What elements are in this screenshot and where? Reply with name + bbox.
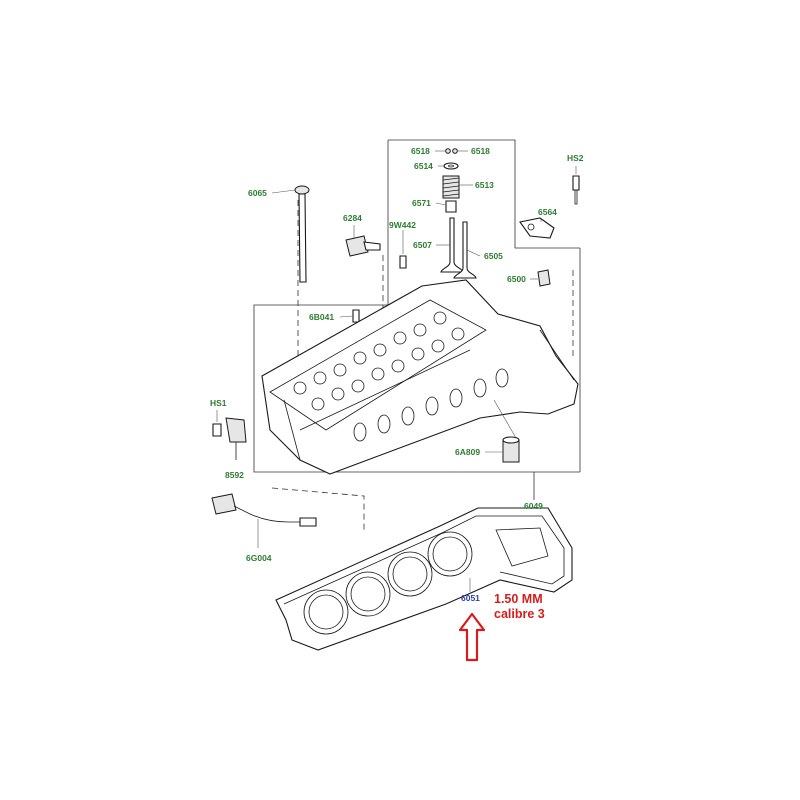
rocker-arm xyxy=(519,217,555,239)
label-6a809: 6A809 xyxy=(455,447,480,457)
label-6g004: 6G004 xyxy=(246,553,272,563)
cylinder-head xyxy=(261,279,579,475)
intake-valve xyxy=(436,217,464,273)
label-9w442: 9W442 xyxy=(389,220,416,230)
temperature-sender xyxy=(399,230,407,269)
label-6518-right: 6518 xyxy=(471,146,490,156)
lash-adjuster xyxy=(530,269,551,287)
sensor-hs2 xyxy=(572,166,580,205)
label-6284: 6284 xyxy=(343,213,362,223)
label-6564: 6564 xyxy=(538,207,557,217)
label-6513: 6513 xyxy=(475,180,494,190)
label-8592: 8592 xyxy=(225,470,244,480)
sleeve-6a809 xyxy=(485,436,520,463)
label-6049: 6049 xyxy=(524,501,543,511)
valve-spring xyxy=(442,175,473,199)
label-6571: 6571 xyxy=(412,198,431,208)
head-bolt xyxy=(271,185,310,283)
up-arrow-icon xyxy=(458,612,486,662)
valve-stem-seal xyxy=(435,200,457,213)
label-hs1: HS1 xyxy=(210,398,227,408)
label-6514: 6514 xyxy=(414,161,433,171)
valve-spring-retainer xyxy=(438,162,459,170)
reference-frames xyxy=(253,139,581,530)
camshaft-position-sensor xyxy=(345,225,381,257)
label-6505: 6505 xyxy=(484,251,503,261)
label-6507: 6507 xyxy=(413,240,432,250)
label-6518-left: 6518 xyxy=(411,146,430,156)
exhaust-valve xyxy=(453,221,481,279)
gasket-thickness-note: 1.50 MM xyxy=(494,592,543,606)
label-6051: 6051 xyxy=(461,593,480,603)
exhaust-ports xyxy=(353,368,509,442)
gasket-grade-note: calibre 3 xyxy=(494,607,545,621)
label-hs2: HS2 xyxy=(567,153,584,163)
head-gasket xyxy=(275,507,573,651)
sensor-8592 xyxy=(225,417,247,460)
sensor-hs1 xyxy=(212,410,222,437)
valve-keepers xyxy=(435,148,468,154)
label-6065: 6065 xyxy=(248,188,267,198)
label-6b041: 6B041 xyxy=(309,312,334,322)
dowel-6b041 xyxy=(339,309,360,323)
label-6500: 6500 xyxy=(507,274,526,284)
valve-bores xyxy=(293,311,465,411)
glow-plug-harness xyxy=(211,493,317,548)
